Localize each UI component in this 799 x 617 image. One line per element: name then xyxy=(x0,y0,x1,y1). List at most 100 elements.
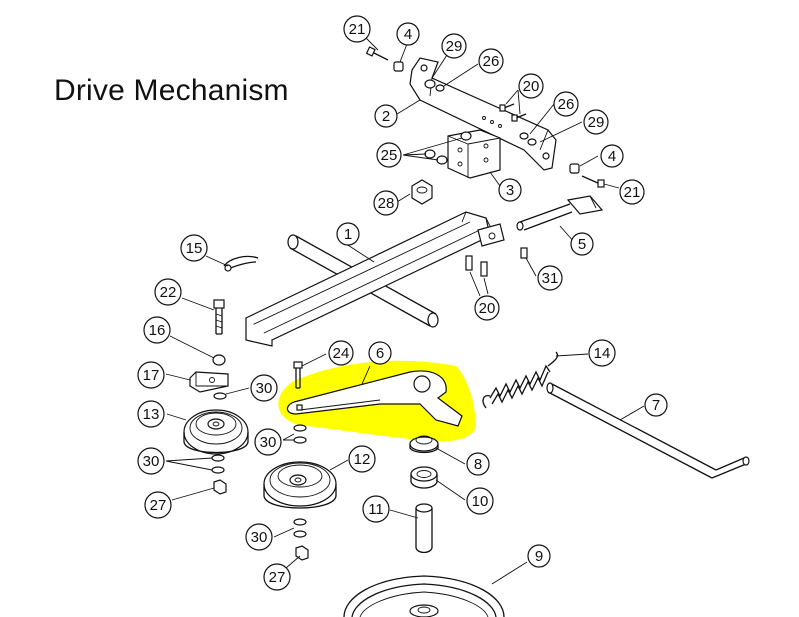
svg-text:1: 1 xyxy=(344,226,352,243)
svg-text:12: 12 xyxy=(354,451,371,468)
callout-6: 6 xyxy=(368,341,392,365)
svg-text:11: 11 xyxy=(368,501,384,518)
callout-31: 31 xyxy=(537,265,563,291)
callout-16: 16 xyxy=(143,316,171,344)
svg-text:26: 26 xyxy=(558,96,575,113)
svg-text:20: 20 xyxy=(523,78,540,95)
svg-text:17: 17 xyxy=(143,367,160,384)
svg-text:13: 13 xyxy=(143,406,160,423)
callout-11: 11 xyxy=(362,495,390,523)
part-6-lever xyxy=(286,370,463,427)
callout-22: 22 xyxy=(154,278,182,306)
svg-text:28: 28 xyxy=(378,195,395,212)
callout-28: 28 xyxy=(373,190,399,216)
svg-text:31: 31 xyxy=(542,270,559,287)
svg-text:5: 5 xyxy=(578,236,586,253)
svg-text:16: 16 xyxy=(149,322,166,339)
svg-text:6: 6 xyxy=(376,345,384,362)
callout-20-lower: 20 xyxy=(474,295,500,321)
svg-text:30: 30 xyxy=(143,453,160,470)
callout-27-b: 27 xyxy=(263,563,291,591)
part-3-plate xyxy=(447,129,501,179)
svg-text:22: 22 xyxy=(160,284,177,301)
callout-30-c: 30 xyxy=(137,447,165,475)
svg-text:4: 4 xyxy=(608,148,616,165)
callout-21-upper: 21 xyxy=(343,15,371,43)
hardware-upper xyxy=(365,46,605,205)
callout-24: 24 xyxy=(328,340,354,366)
callout-8: 8 xyxy=(466,452,490,476)
callout-4-lower: 4 xyxy=(600,144,624,168)
part-8-bushing xyxy=(409,435,439,454)
svg-text:30: 30 xyxy=(256,380,273,397)
svg-text:21: 21 xyxy=(349,21,366,38)
callout-1: 1 xyxy=(336,222,360,246)
part-31-bolt xyxy=(520,247,528,259)
svg-text:30: 30 xyxy=(260,434,277,451)
svg-text:4: 4 xyxy=(404,26,412,43)
callout-27-a: 27 xyxy=(144,491,172,519)
svg-text:27: 27 xyxy=(150,497,167,514)
svg-text:26: 26 xyxy=(483,53,500,70)
callout-7: 7 xyxy=(644,393,668,417)
svg-text:25: 25 xyxy=(381,147,398,164)
part-9-pulley xyxy=(343,575,505,617)
callout-26-upper: 26 xyxy=(478,48,504,74)
svg-text:20: 20 xyxy=(479,300,496,317)
svg-text:30: 30 xyxy=(251,529,268,546)
callout-30-b: 30 xyxy=(254,428,282,456)
callout-14: 14 xyxy=(588,339,616,367)
callout-10: 10 xyxy=(466,487,494,515)
svg-text:9: 9 xyxy=(535,548,543,565)
callout-20-upper: 20 xyxy=(518,73,544,99)
svg-text:2: 2 xyxy=(382,108,390,125)
part-1-frame xyxy=(245,211,505,347)
callout-15: 15 xyxy=(180,234,208,262)
part-12-pulley xyxy=(263,461,337,509)
callout-29-upper: 29 xyxy=(441,33,467,59)
callout-29-lower: 29 xyxy=(583,109,609,135)
svg-text:29: 29 xyxy=(588,114,605,131)
callout-4-upper: 4 xyxy=(396,22,420,46)
svg-text:29: 29 xyxy=(446,38,463,55)
part-7-rod xyxy=(546,382,750,479)
part-16-nut xyxy=(212,354,226,366)
callout-30-a: 30 xyxy=(250,374,278,402)
callout-13: 13 xyxy=(137,400,165,428)
part-11-shaft xyxy=(415,503,433,554)
part-10-bearing xyxy=(410,466,438,489)
callout-25: 25 xyxy=(376,142,402,168)
part-22-bolt xyxy=(213,299,225,335)
part-20-bolts-lower xyxy=(465,255,488,277)
part-17-bracket xyxy=(189,371,229,393)
diagram-title: Drive Mechanism xyxy=(54,74,289,107)
part-2-bracket xyxy=(409,57,557,171)
svg-text:7: 7 xyxy=(652,397,660,414)
svg-text:21: 21 xyxy=(624,184,641,201)
svg-text:8: 8 xyxy=(474,456,482,473)
svg-text:14: 14 xyxy=(594,345,611,362)
washers-30 xyxy=(211,392,307,538)
leader-lines xyxy=(165,37,645,585)
callout-21-lower: 21 xyxy=(619,179,645,205)
callout-12: 12 xyxy=(348,445,376,473)
part-24-pin xyxy=(293,361,303,389)
svg-text:3: 3 xyxy=(506,182,514,199)
callout-17: 17 xyxy=(137,361,165,389)
part-13-pulley xyxy=(183,409,249,455)
svg-text:10: 10 xyxy=(472,493,489,510)
callout-26-lower: 26 xyxy=(553,91,579,117)
svg-text:15: 15 xyxy=(186,240,203,257)
callout-2: 2 xyxy=(374,104,398,128)
callout-5: 5 xyxy=(570,232,594,256)
svg-text:24: 24 xyxy=(333,345,350,362)
callout-3: 3 xyxy=(498,178,522,202)
part-5-rod xyxy=(516,195,604,231)
callout-9: 9 xyxy=(527,544,551,568)
callout-30-d: 30 xyxy=(245,523,273,551)
part-15-clip xyxy=(223,255,259,272)
svg-text:27: 27 xyxy=(269,569,286,586)
part-14-spring xyxy=(482,351,559,409)
